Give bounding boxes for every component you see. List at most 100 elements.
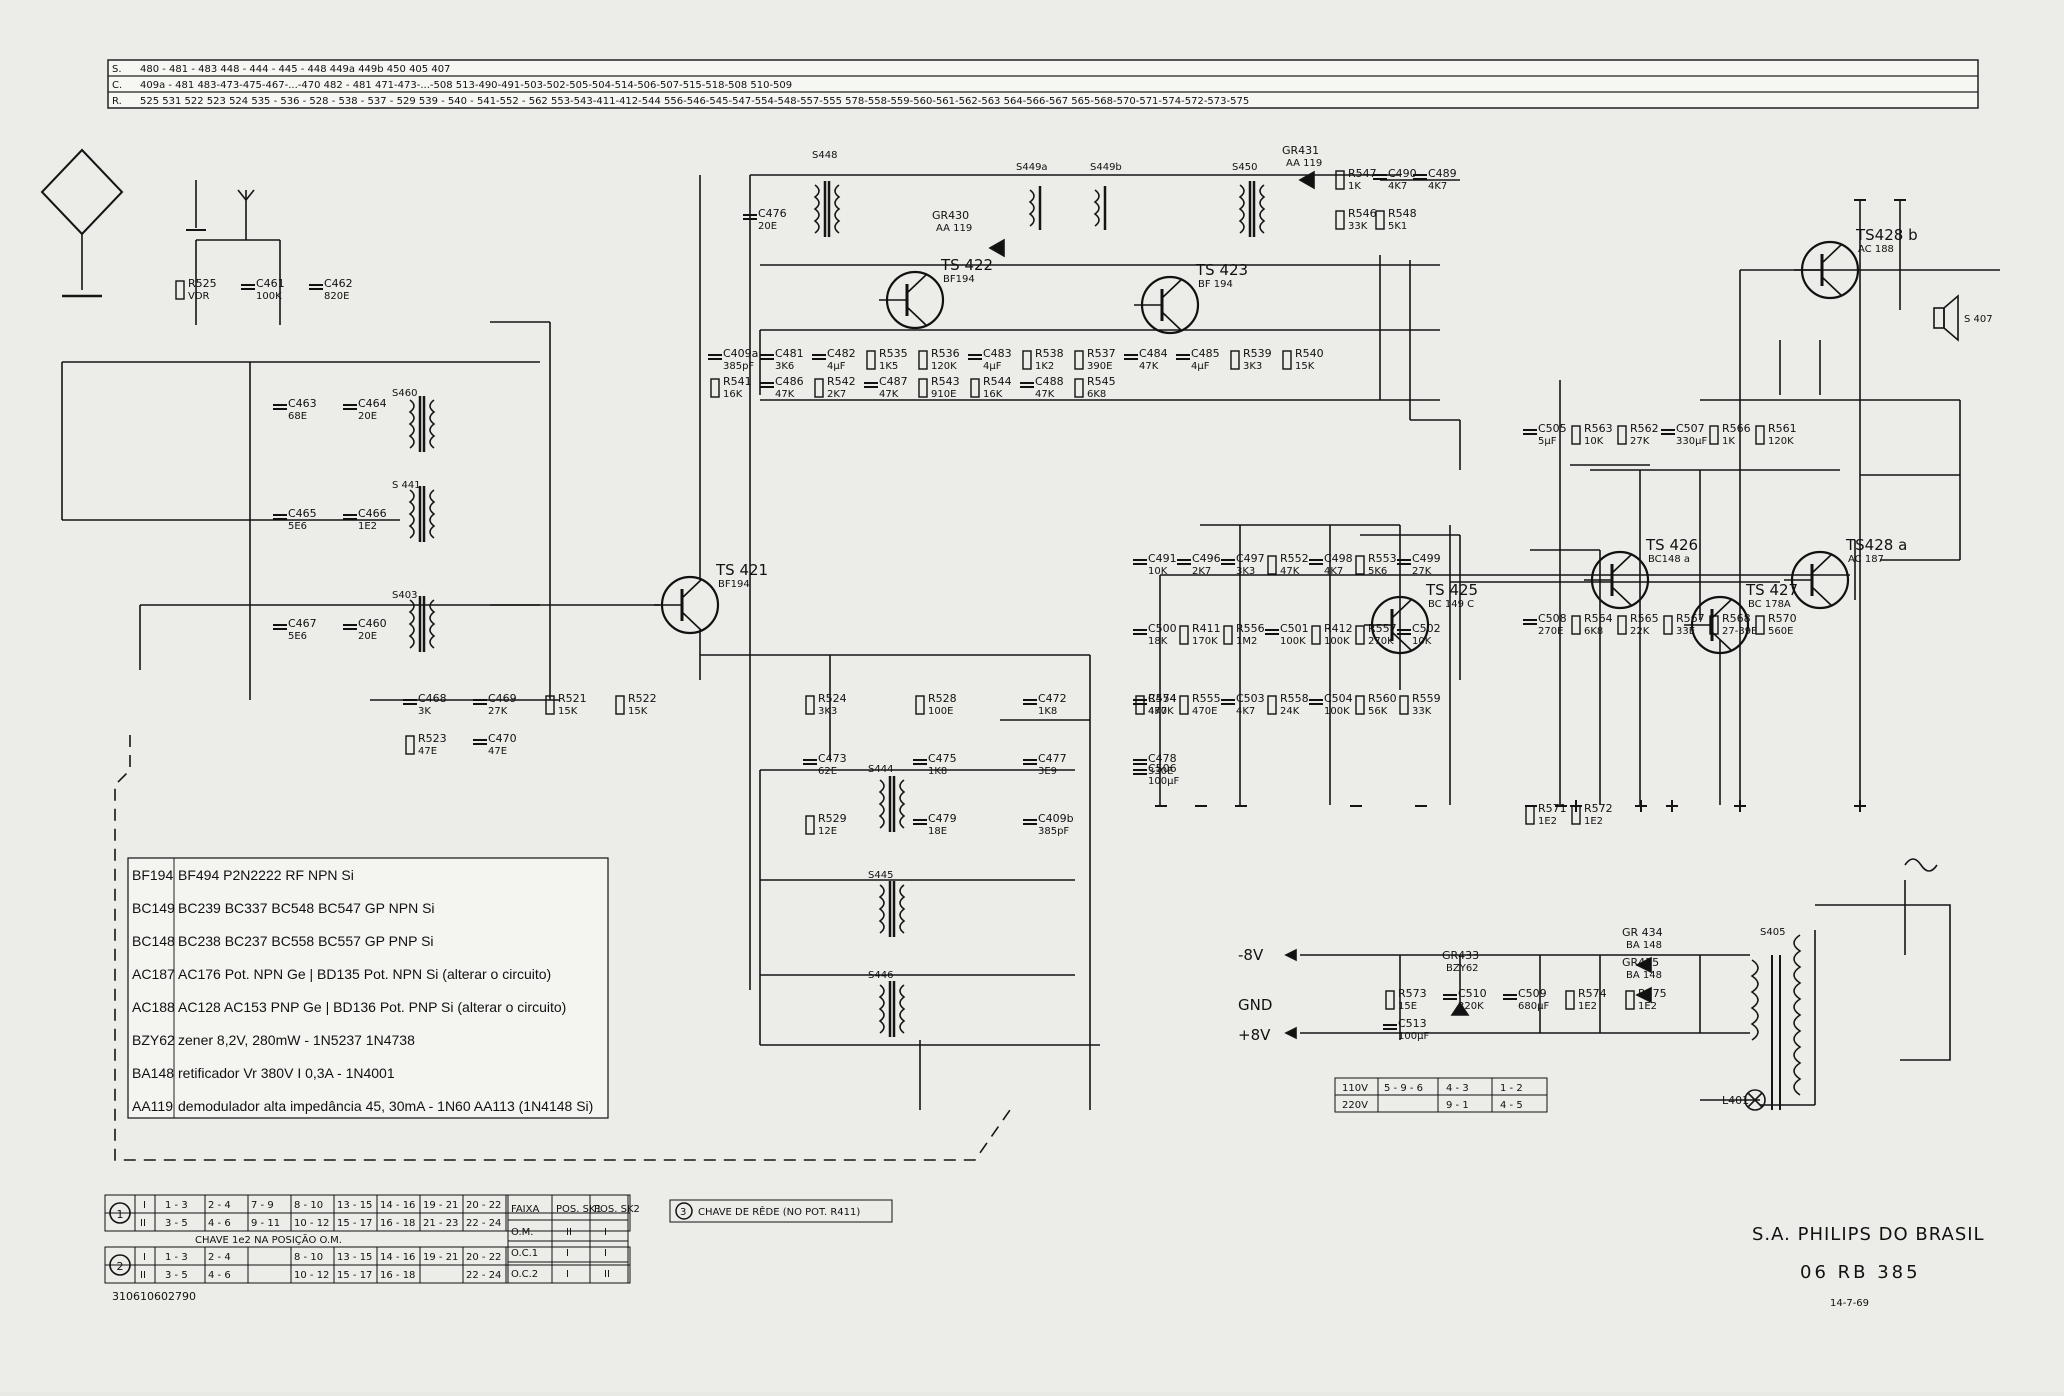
component-ref: R568 bbox=[1722, 612, 1751, 625]
voltage-110: 110V bbox=[1342, 1083, 1368, 1094]
substitution-code: AC188 bbox=[132, 999, 175, 1015]
diode-label: GR433 bbox=[1442, 949, 1479, 962]
component-value: 27K bbox=[1412, 566, 1432, 577]
component-value: 20E bbox=[358, 631, 377, 642]
component-value: 5K1 bbox=[1388, 221, 1407, 232]
coil-s-441: S 441 bbox=[392, 480, 421, 491]
component-value: 5E6 bbox=[288, 631, 307, 642]
transistor-type: AC 188 bbox=[1858, 244, 1894, 255]
component-ref: R572 bbox=[1584, 802, 1613, 815]
voltage-110-tap-b: 4 - 3 bbox=[1446, 1083, 1469, 1094]
band-table-cell: II bbox=[604, 1269, 610, 1280]
component-ref: R539 bbox=[1243, 347, 1272, 360]
substitution-desc: zener 8,2V, 280mW - 1N5237 1N4738 bbox=[178, 1032, 415, 1048]
component-value: 100µF bbox=[1148, 776, 1179, 787]
diode-label: GR 434 bbox=[1622, 926, 1663, 939]
component-value: 20E bbox=[358, 411, 377, 422]
component-ref: C462 bbox=[324, 277, 353, 290]
supply-rails: -8V GND +8V L401 bbox=[1238, 946, 1749, 1107]
component-value: 3E9 bbox=[1038, 766, 1057, 777]
component-ref: R561 bbox=[1768, 422, 1797, 435]
component-ref: R545 bbox=[1087, 375, 1116, 388]
switch-2-cell-i: 2 - 4 bbox=[208, 1252, 231, 1263]
component-value: 5µF bbox=[1538, 436, 1557, 447]
component-value: 1E2 bbox=[358, 521, 377, 532]
switch-2-cell-i: 13 - 15 bbox=[337, 1252, 372, 1263]
switch-2-cell-ii: 10 - 12 bbox=[294, 1270, 329, 1281]
voltage-220-tap-c: 4 - 5 bbox=[1500, 1100, 1523, 1111]
component-value: 385pF bbox=[1038, 826, 1069, 837]
component-ref: C513 bbox=[1398, 1017, 1427, 1030]
component-ref: R573 bbox=[1398, 987, 1427, 1000]
component-ref: C409a bbox=[723, 347, 758, 360]
component-value: 220K bbox=[1458, 1001, 1484, 1012]
component-ref: C486 bbox=[775, 375, 804, 388]
part-number: 310610602790 bbox=[112, 1290, 196, 1303]
coil-s448: S448 bbox=[812, 150, 837, 161]
voltage-110-tap-c: 1 - 2 bbox=[1500, 1083, 1523, 1094]
substitution-desc: retificador Vr 380V I 0,3A - 1N4001 bbox=[178, 1065, 395, 1081]
switch-1-cell-ii: 16 - 18 bbox=[380, 1218, 415, 1229]
component-ref: C474 bbox=[1148, 692, 1177, 705]
component-ref: C479 bbox=[928, 812, 957, 825]
component-value: 100K bbox=[1280, 636, 1306, 647]
switch-2-roman-i: I bbox=[143, 1252, 146, 1263]
component-value: 15K bbox=[1295, 361, 1315, 372]
component-ref: R535 bbox=[879, 347, 908, 360]
component-ref: C499 bbox=[1412, 552, 1441, 565]
band-table-header: POS. SK1 bbox=[556, 1204, 602, 1215]
component-ref: R565 bbox=[1630, 612, 1659, 625]
component-ref: R556 bbox=[1236, 622, 1265, 635]
component-value: 47K bbox=[1280, 566, 1300, 577]
substitution-desc: AC128 AC153 PNP Ge | BD136 Pot. PNP Si (… bbox=[178, 999, 566, 1015]
component-ref: R529 bbox=[818, 812, 847, 825]
component-ref: R537 bbox=[1087, 347, 1116, 360]
component-ref: R412 bbox=[1324, 622, 1353, 635]
component-value: 33E bbox=[1676, 626, 1695, 637]
component-value: 1K8 bbox=[1038, 706, 1057, 717]
component-value: 1K bbox=[1722, 436, 1735, 447]
component-value: 62E bbox=[818, 766, 837, 777]
switch-1-cell-i: 7 - 9 bbox=[251, 1200, 274, 1211]
component-value: 270K bbox=[1368, 636, 1394, 647]
component-value: 18E bbox=[928, 826, 947, 837]
switch-2-cell-i: 20 - 22 bbox=[466, 1252, 501, 1263]
switch-2-cell-ii: 3 - 5 bbox=[165, 1270, 188, 1281]
component-ref: R540 bbox=[1295, 347, 1324, 360]
mains-switch-note: 3 CHAVE DE RÊDE (NO POT. R411) bbox=[669, 1199, 893, 1223]
coil-s449a: S449a bbox=[1016, 162, 1048, 173]
misc-symbols bbox=[988, 170, 1959, 1111]
component-ref: C507 bbox=[1676, 422, 1705, 435]
component-value: 1M2 bbox=[1236, 636, 1257, 647]
coil-s405: S405 bbox=[1760, 927, 1785, 938]
svg-text:C.: C. bbox=[112, 80, 122, 91]
